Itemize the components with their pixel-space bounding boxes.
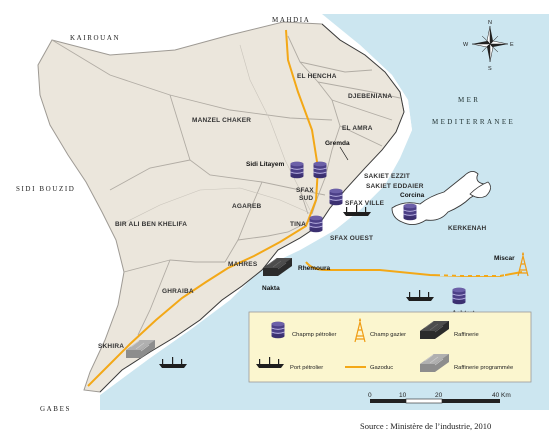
compass-w: W <box>463 42 469 48</box>
label-corcina: Corcina <box>400 192 425 199</box>
legend-gas-field: Champ gazier <box>370 332 406 338</box>
oil-field-gremda <box>313 161 327 179</box>
sea-area <box>100 14 549 410</box>
label-sea-1: MER <box>458 96 480 104</box>
coastline <box>99 23 405 393</box>
label-menzel-chaker: MANZEL CHAKER <box>192 117 251 124</box>
label-gremda: Gremda <box>325 140 350 147</box>
label-skhira: SKHIRA <box>98 343 124 350</box>
legend-oil-field: Chapmp pétrolier <box>292 332 337 338</box>
compass-e: E <box>510 42 514 48</box>
label-sfax-sud-2: SUD <box>299 195 313 202</box>
legend-oil-field-icon <box>271 321 285 339</box>
oil-field-sidi-litayem <box>290 161 304 179</box>
label-sakiet-eddaier: SAKIET EDDAIER <box>366 183 424 190</box>
scale-tick-40: 40 Km <box>492 392 511 399</box>
scale-tick-0: 0 <box>368 392 372 399</box>
gas-pipeline-offshore <box>305 261 523 277</box>
label-tina: TINA <box>290 221 306 228</box>
legend-box <box>248 311 532 383</box>
label-mahdia: MAHDIA <box>272 16 310 24</box>
gremda-pointer <box>339 146 349 161</box>
label-sidi-litayem: Sidi Litayem <box>246 161 285 168</box>
kerkennah-islet <box>469 181 491 198</box>
oil-field-tina <box>309 215 323 233</box>
scale-tick-20: 20 <box>435 392 443 399</box>
label-sea-2: MEDITERRANEE <box>432 118 515 126</box>
label-sfax-ville: SFAX VILLE <box>345 200 385 207</box>
delegation-borders <box>51 35 401 336</box>
legend-oil-port: Port pétrolier <box>290 365 323 371</box>
label-el-amra: EL AMRA <box>342 125 373 132</box>
legend: Chapmp pétrolier Champ gazier Raffinerie… <box>248 311 532 383</box>
compass-rose: N S E W <box>463 20 514 72</box>
oil-field-sfax-sud <box>329 188 343 206</box>
compass-n: N <box>488 20 492 26</box>
gas-pipeline-main <box>87 29 320 387</box>
legend-planned-refinery: Raffinerie programmée <box>454 365 513 371</box>
legend-refinery: Raffinerie <box>454 332 479 338</box>
label-mahres: MAHRES <box>228 261 258 268</box>
label-sakiet-ezzit: SAKIET EZZIT <box>364 173 410 180</box>
source-caption: Source : Ministère de l’industrie, 2010 <box>360 421 491 431</box>
legend-pipeline: Gazoduc <box>370 365 393 371</box>
label-sidi-bouzid: SIDI BOUZID <box>16 185 75 193</box>
label-kerkennah: KERKENAH <box>448 225 487 232</box>
label-kairouan: KAIROUAN <box>70 34 120 42</box>
oil-field-corcina <box>403 203 417 221</box>
scale-tick-10: 10 <box>399 392 407 399</box>
label-rhemoura: Rhemoura <box>298 265 331 272</box>
label-miscar: Miscar <box>494 255 515 262</box>
oil-field-ashtart <box>452 287 466 305</box>
label-agareb: AGAREB <box>232 203 261 210</box>
label-djebeniana: DJEBENIANA <box>348 93 392 100</box>
scale-bar: 0 10 20 40 Km <box>368 392 511 404</box>
label-ghraiba: GHRAIBA <box>162 288 194 295</box>
compass-s: S <box>488 66 492 72</box>
label-el-hencha: EL HENCHA <box>297 73 337 80</box>
label-sfax-sud-1: SFAX <box>296 187 314 194</box>
label-nakta: Nakta <box>262 285 280 292</box>
label-bir-ali: BIR ALI BEN KHELIFA <box>115 221 187 228</box>
label-sfax-ouest: SFAX OUEST <box>330 235 373 242</box>
label-gabes: GABES <box>40 405 71 413</box>
